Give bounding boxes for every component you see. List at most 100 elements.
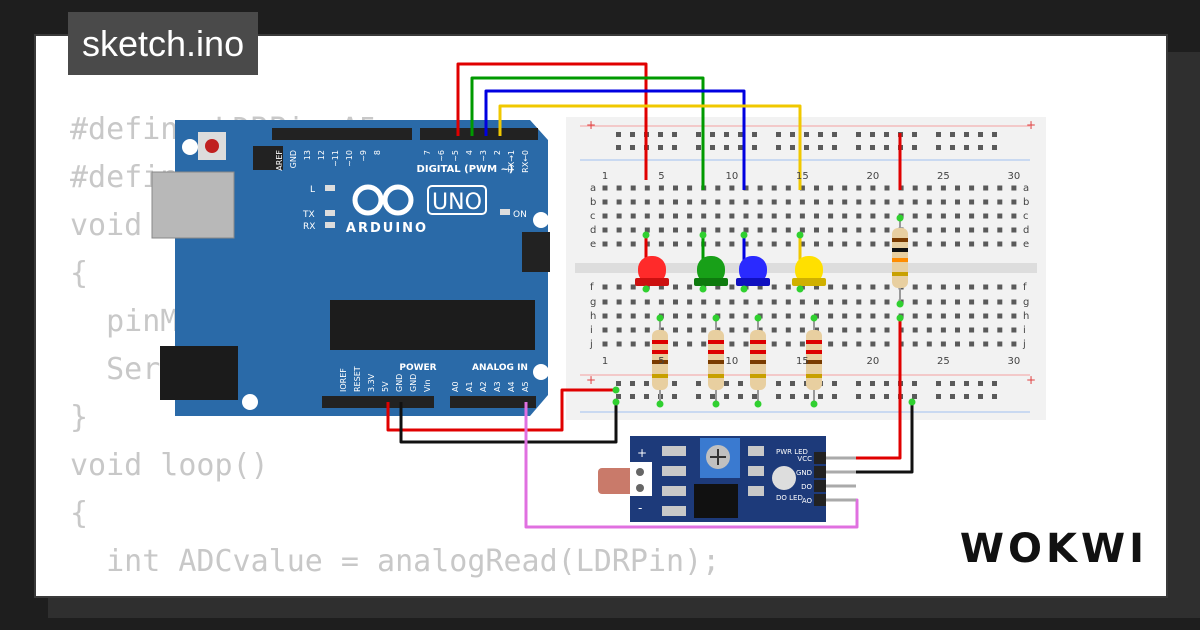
breadboard-hole[interactable] <box>997 313 1003 319</box>
breadboard-hole[interactable] <box>602 284 608 290</box>
breadboard-hole[interactable] <box>757 185 763 191</box>
breadboard-hole[interactable] <box>644 394 649 399</box>
breadboard-hole[interactable] <box>884 185 890 191</box>
breadboard-hole[interactable] <box>630 327 636 333</box>
breadboard-hole[interactable] <box>969 241 975 247</box>
breadboard-hole[interactable] <box>997 199 1003 205</box>
breadboard-hole[interactable] <box>729 227 735 233</box>
breadboard-hole[interactable] <box>724 381 729 386</box>
breadboard-hole[interactable] <box>884 132 889 137</box>
breadboard-hole[interactable] <box>701 227 707 233</box>
breadboard-hole[interactable] <box>870 327 876 333</box>
breadboard-hole[interactable] <box>602 185 608 191</box>
breadboard-hole[interactable] <box>710 132 715 137</box>
led-yellow[interactable] <box>792 256 826 286</box>
breadboard-hole[interactable] <box>1011 313 1017 319</box>
breadboard-hole[interactable] <box>983 185 989 191</box>
breadboard-hole[interactable] <box>856 132 861 137</box>
breadboard-hole[interactable] <box>687 185 693 191</box>
breadboard-hole[interactable] <box>785 241 791 247</box>
breadboard-hole[interactable] <box>856 327 862 333</box>
breadboard-hole[interactable] <box>870 213 876 219</box>
breadboard-hole[interactable] <box>842 284 848 290</box>
breadboard-hole[interactable] <box>856 145 861 150</box>
ldr-photoresistor[interactable] <box>598 468 638 494</box>
breadboard-hole[interactable] <box>724 145 729 150</box>
breadboard-hole[interactable] <box>743 313 749 319</box>
breadboard-hole[interactable] <box>950 381 955 386</box>
breadboard-hole[interactable] <box>672 132 677 137</box>
breadboard-hole[interactable] <box>940 227 946 233</box>
breadboard-hole[interactable] <box>912 145 917 150</box>
breadboard-hole[interactable] <box>950 394 955 399</box>
breadboard-hole[interactable] <box>799 241 805 247</box>
breadboard-hole[interactable] <box>884 327 890 333</box>
breadboard-hole[interactable] <box>884 241 890 247</box>
breadboard-hole[interactable] <box>630 394 635 399</box>
breadboard-hole[interactable] <box>828 185 834 191</box>
breadboard-hole[interactable] <box>978 381 983 386</box>
breadboard-hole[interactable] <box>616 381 621 386</box>
breadboard-hole[interactable] <box>799 327 805 333</box>
breadboard-hole[interactable] <box>856 394 861 399</box>
breadboard-hole[interactable] <box>856 381 861 386</box>
breadboard-hole[interactable] <box>926 213 932 219</box>
breadboard-hole[interactable] <box>818 145 823 150</box>
breadboard-hole[interactable] <box>978 132 983 137</box>
breadboard-hole[interactable] <box>715 227 721 233</box>
breadboard-hole[interactable] <box>804 132 809 137</box>
breadboard-hole[interactable] <box>842 299 848 305</box>
breadboard-hole[interactable] <box>964 132 969 137</box>
breadboard-hole[interactable] <box>616 341 622 347</box>
breadboard-hole[interactable] <box>814 284 819 290</box>
breadboard-hole[interactable] <box>926 284 932 290</box>
breadboard-hole[interactable] <box>818 132 823 137</box>
breadboard-hole[interactable] <box>602 341 608 347</box>
breadboard-hole[interactable] <box>997 241 1003 247</box>
breadboard-hole[interactable] <box>771 227 777 233</box>
breadboard-hole[interactable] <box>729 185 735 191</box>
breadboard-hole[interactable] <box>687 241 693 247</box>
breadboard-hole[interactable] <box>997 299 1003 305</box>
breadboard-hole[interactable] <box>799 299 805 305</box>
breadboard-hole[interactable] <box>701 327 707 333</box>
breadboard-hole[interactable] <box>757 284 763 290</box>
breadboard-hole[interactable] <box>997 185 1003 191</box>
breadboard-hole[interactable] <box>630 299 636 305</box>
breadboard-hole[interactable] <box>785 284 791 290</box>
breadboard-hole[interactable] <box>602 213 608 219</box>
breadboard-hole[interactable] <box>828 327 834 333</box>
breadboard-hole[interactable] <box>743 213 749 219</box>
breadboard-hole[interactable] <box>870 313 876 319</box>
breadboard-hole[interactable] <box>644 341 650 347</box>
breadboard-hole[interactable] <box>799 199 805 205</box>
breadboard-hole[interactable] <box>701 213 707 219</box>
breadboard-hole[interactable] <box>870 132 875 137</box>
breadboard-hole[interactable] <box>912 341 918 347</box>
breadboard-hole[interactable] <box>757 299 763 305</box>
breadboard-hole[interactable] <box>936 381 941 386</box>
breadboard-hole[interactable] <box>743 227 749 233</box>
breadboard-hole[interactable] <box>912 284 918 290</box>
breadboard-hole[interactable] <box>687 313 693 319</box>
breadboard-hole[interactable] <box>771 313 777 319</box>
breadboard-hole[interactable] <box>696 381 701 386</box>
breadboard-hole[interactable] <box>752 394 757 399</box>
led-green[interactable] <box>694 256 728 286</box>
breadboard-hole[interactable] <box>743 299 749 305</box>
breadboard-hole[interactable] <box>828 213 834 219</box>
breadboard-hole[interactable] <box>616 313 622 319</box>
breadboard-hole[interactable] <box>696 145 701 150</box>
breadboard-hole[interactable] <box>687 199 693 205</box>
breadboard-hole[interactable] <box>658 145 663 150</box>
breadboard-hole[interactable] <box>828 227 834 233</box>
breadboard-hole[interactable] <box>1011 199 1017 205</box>
breadboard-hole[interactable] <box>814 199 819 205</box>
breadboard-hole[interactable] <box>870 227 876 233</box>
breadboard-hole[interactable] <box>729 299 735 305</box>
breadboard-hole[interactable] <box>771 199 777 205</box>
breadboard-hole[interactable] <box>832 381 837 386</box>
breadboard-hole[interactable] <box>799 185 805 191</box>
breadboard-hole[interactable] <box>856 227 862 233</box>
breadboard-hole[interactable] <box>672 145 677 150</box>
